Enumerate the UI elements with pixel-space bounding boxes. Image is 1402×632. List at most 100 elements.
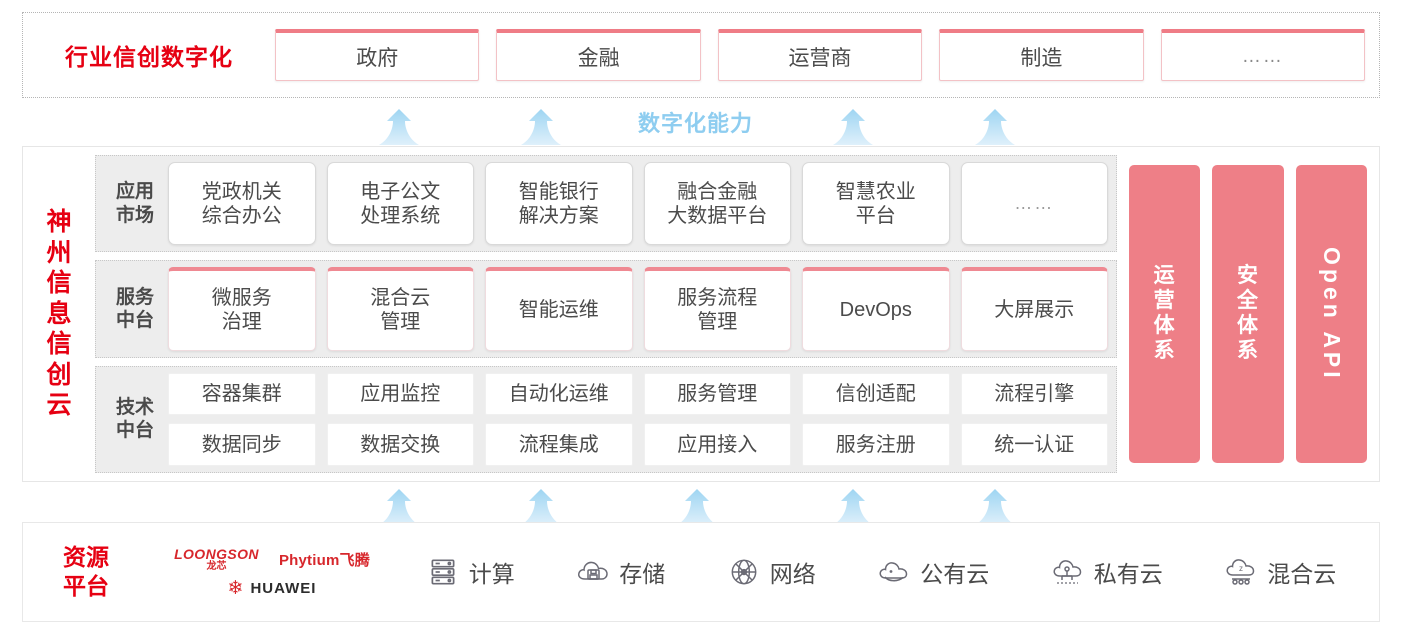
industry-card-finance[interactable]: 金融 bbox=[496, 29, 701, 81]
server-icon bbox=[426, 555, 460, 589]
svc-card-smart-ops[interactable]: 智能运维 bbox=[485, 267, 633, 351]
row-service-platform: 服务 中台 微服务治理 混合云管理 智能运维 服务流程管理 bbox=[95, 260, 1117, 358]
row-app-market: 应用 市场 党政机关综合办公 电子公文处理系统 智能银行解决方案 bbox=[95, 155, 1117, 253]
resource-item-public-cloud[interactable]: 公有云 bbox=[877, 555, 989, 589]
cloud-title-char: 信 bbox=[46, 269, 72, 298]
cloud-title-char: 创 bbox=[46, 360, 72, 389]
cloud-title-char: 神 bbox=[46, 208, 72, 237]
app-card-finance-bigdata[interactable]: 融合金融大数据平台 bbox=[643, 162, 791, 246]
cloud-platform-title: 神 州 信 息 信 创 云 bbox=[23, 147, 95, 481]
resource-item-label: 网络 bbox=[769, 561, 816, 587]
industry-card-telecom[interactable]: 运营商 bbox=[717, 29, 923, 81]
resource-platform-title: 资源 平台 bbox=[63, 544, 109, 599]
app-card-more[interactable]: …… bbox=[960, 162, 1108, 246]
resource-item-label: 公有云 bbox=[920, 561, 990, 587]
pillar-open-api[interactable]: Open API bbox=[1295, 165, 1367, 463]
vendor-logo-group: LOONGSON 龙芯 Phytium飞腾 ❄ HUAWEI bbox=[149, 547, 395, 598]
row-cards-tech-platform: 容器集群 数据同步 应用监控 数据交换 自动化运维 流程集成 服务管理 bbox=[168, 372, 1108, 466]
tech-card-container-cluster[interactable]: 容器集群 bbox=[168, 372, 316, 416]
tech-card-process-integration[interactable]: 流程集成 bbox=[485, 423, 633, 466]
up-arrow-icon bbox=[520, 488, 562, 526]
tech-card-xinchuang-adaptation[interactable]: 信创适配 bbox=[802, 372, 950, 416]
industry-card-government[interactable]: 政府 bbox=[275, 29, 480, 81]
capability-arrow-gap: 数字化能力 bbox=[0, 100, 1402, 146]
vendor-logo-row: LOONGSON 龙芯 Phytium飞腾 bbox=[174, 547, 370, 572]
tech-card-service-mgmt[interactable]: 服务管理 bbox=[643, 372, 791, 416]
row-cards-app-market: 党政机关综合办公 电子公文处理系统 智能银行解决方案 融合金融大数据平台 智慧农 bbox=[168, 162, 1108, 246]
tech-card-app-access[interactable]: 应用接入 bbox=[643, 423, 791, 466]
svc-card-service-process-mgmt[interactable]: 服务流程管理 bbox=[643, 267, 791, 351]
resource-item-storage[interactable]: 存储 bbox=[576, 555, 665, 589]
resource-item-label: 计算 bbox=[468, 561, 515, 587]
svc-card-hybrid-cloud-mgmt[interactable]: 混合云管理 bbox=[326, 267, 474, 351]
resource-item-network[interactable]: 网络 bbox=[727, 555, 816, 589]
hybrid-cloud-icon: z bbox=[1224, 555, 1258, 589]
row-label-tech-platform: 技术 中台 bbox=[115, 397, 154, 442]
cloud-title-char: 云 bbox=[46, 391, 72, 420]
tech-column: 信创适配 服务注册 bbox=[802, 372, 950, 466]
tech-card-service-registry[interactable]: 服务注册 bbox=[802, 423, 950, 466]
tech-card-process-engine[interactable]: 流程引擎 bbox=[960, 372, 1108, 416]
up-arrow-icon bbox=[974, 108, 1016, 146]
network-globe-icon bbox=[727, 555, 761, 589]
svc-card-devops[interactable]: DevOps bbox=[802, 267, 950, 351]
industry-band-title: 行业信创数字化 bbox=[65, 44, 233, 70]
cloud-pillars: 运 营 体 系 安 全 体 系 Open API bbox=[1117, 155, 1373, 473]
huawei-flower-icon: ❄ bbox=[227, 577, 244, 599]
up-arrow-icon bbox=[832, 488, 874, 526]
industry-card-list: 政府 金融 运营商 制造 …… bbox=[275, 29, 1379, 81]
cloud-platform-box: 神 州 信 息 信 创 云 应用 市场 党政机关综合办公 bbox=[22, 146, 1380, 482]
resource-item-list: 计算 存储 网络 bbox=[395, 555, 1379, 589]
row-cards-service-platform: 微服务治理 混合云管理 智能运维 服务流程管理 DevOps 大屏展示 bbox=[168, 267, 1108, 351]
tech-card-data-exchange[interactable]: 数据交换 bbox=[326, 423, 474, 466]
phytium-logo: Phytium飞腾 bbox=[278, 551, 370, 569]
private-cloud-icon bbox=[1051, 555, 1085, 589]
app-card-edoc-system[interactable]: 电子公文处理系统 bbox=[326, 162, 474, 246]
resource-item-label: 存储 bbox=[619, 561, 666, 587]
cloud-storage-icon bbox=[576, 555, 610, 589]
resource-arrow-gap bbox=[0, 484, 1402, 526]
industry-band: 行业信创数字化 政府 金融 运营商 制造 …… bbox=[22, 12, 1380, 98]
resource-item-label: 私有云 bbox=[1093, 561, 1163, 587]
up-arrow-icon bbox=[974, 488, 1016, 526]
public-cloud-icon bbox=[877, 555, 911, 589]
svc-card-microservice-governance[interactable]: 微服务治理 bbox=[168, 267, 316, 351]
up-arrow-icon bbox=[378, 108, 420, 146]
tech-column: 流程引擎 统一认证 bbox=[960, 372, 1108, 466]
cloud-title-char: 州 bbox=[46, 238, 72, 267]
up-arrow-icon bbox=[832, 108, 874, 146]
app-card-gov-office[interactable]: 党政机关综合办公 bbox=[168, 162, 316, 246]
loongson-logo: LOONGSON 龙芯 bbox=[174, 545, 259, 572]
cloud-title-char: 息 bbox=[46, 299, 72, 328]
tech-column: 应用监控 数据交换 bbox=[326, 372, 474, 466]
svg-text:z: z bbox=[1239, 564, 1243, 573]
resource-item-private-cloud[interactable]: 私有云 bbox=[1051, 555, 1163, 589]
capability-gap-label: 数字化能力 bbox=[638, 111, 754, 136]
tech-column: 服务管理 应用接入 bbox=[643, 372, 791, 466]
tech-card-unified-auth[interactable]: 统一认证 bbox=[960, 423, 1108, 466]
pillar-security-system[interactable]: 安 全 体 系 bbox=[1212, 165, 1284, 463]
tech-card-automated-ops[interactable]: 自动化运维 bbox=[485, 372, 633, 416]
resource-item-label: 混合云 bbox=[1267, 561, 1337, 587]
tech-card-app-monitoring[interactable]: 应用监控 bbox=[326, 372, 474, 416]
tech-card-data-sync[interactable]: 数据同步 bbox=[168, 423, 316, 466]
up-arrow-icon bbox=[676, 488, 718, 526]
resource-item-hybrid-cloud[interactable]: z 混合云 bbox=[1224, 555, 1336, 589]
cloud-platform-content: 应用 市场 党政机关综合办公 电子公文处理系统 智能银行解决方案 bbox=[95, 147, 1379, 481]
huawei-logo: ❄ HUAWEI bbox=[227, 577, 317, 599]
tech-column: 容器集群 数据同步 bbox=[168, 372, 316, 466]
industry-card-more[interactable]: …… bbox=[1160, 29, 1366, 81]
svc-card-big-screen-display[interactable]: 大屏展示 bbox=[960, 267, 1108, 351]
cloud-rows: 应用 市场 党政机关综合办公 电子公文处理系统 智能银行解决方案 bbox=[95, 155, 1117, 473]
app-card-smart-agriculture[interactable]: 智慧农业平台 bbox=[802, 162, 950, 246]
row-label-app-market: 应用 市场 bbox=[115, 181, 154, 226]
row-label-service-platform: 服务 中台 bbox=[115, 286, 154, 331]
resource-platform-box: 资源 平台 LOONGSON 龙芯 Phytium飞腾 ❄ HUAWEI bbox=[22, 522, 1380, 622]
industry-card-manufacturing[interactable]: 制造 bbox=[939, 29, 1144, 81]
app-card-smart-bank[interactable]: 智能银行解决方案 bbox=[485, 162, 633, 246]
resource-item-compute[interactable]: 计算 bbox=[426, 555, 515, 589]
up-arrow-icon bbox=[520, 108, 562, 146]
pillar-operations-system[interactable]: 运 营 体 系 bbox=[1129, 165, 1201, 463]
row-tech-platform: 技术 中台 容器集群 数据同步 应用监控 数据交换 自动化运维 bbox=[95, 365, 1117, 473]
